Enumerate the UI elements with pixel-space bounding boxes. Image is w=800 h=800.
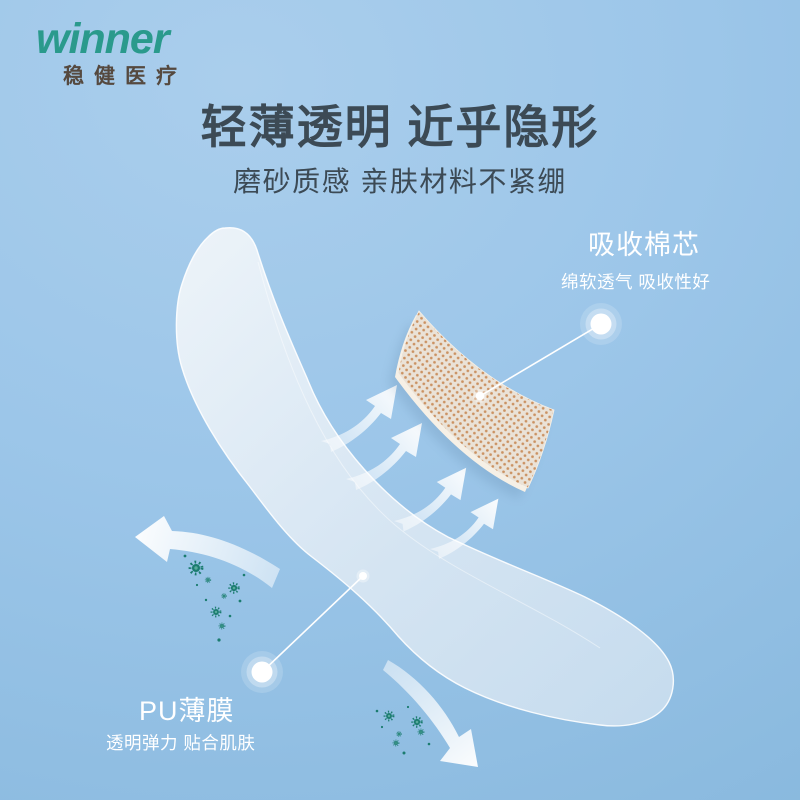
escape-arrow-left-icon (135, 516, 280, 588)
callout-circle (251, 661, 273, 683)
callout-cotton-core (473, 303, 622, 403)
callout-label-pu-film: PU薄膜 (139, 696, 235, 726)
brand-tagline: 稳健医疗 (63, 65, 187, 88)
airflow-arrow-icon (394, 467, 467, 532)
callout-desc-pu-film: 透明弹力 贴合肌肤 (106, 733, 256, 753)
bandage-shape (175, 227, 675, 727)
callout-pu-film (241, 569, 370, 693)
cotton-pad (389, 310, 555, 499)
callout-label-cotton-core: 吸收棉芯 (588, 230, 700, 260)
germ-cluster-bottom (375, 705, 431, 755)
callout-dot (475, 391, 485, 401)
page-title: 轻薄透明 近乎隐形 (200, 101, 600, 153)
bandage-fold-highlight (257, 261, 601, 649)
page-subtitle: 磨砂质感 亲肤材料不紧绷 (233, 166, 567, 197)
brand-logo: winner (36, 15, 170, 63)
callout-dot (359, 572, 367, 580)
callout-desc-cotton-core: 绵软透气 吸收性好 (561, 272, 711, 292)
germ-cluster-left (183, 554, 246, 642)
callout-circle (590, 313, 612, 335)
escape-arrow-down-icon (383, 660, 478, 767)
airflow-arrow-icon (321, 385, 397, 452)
